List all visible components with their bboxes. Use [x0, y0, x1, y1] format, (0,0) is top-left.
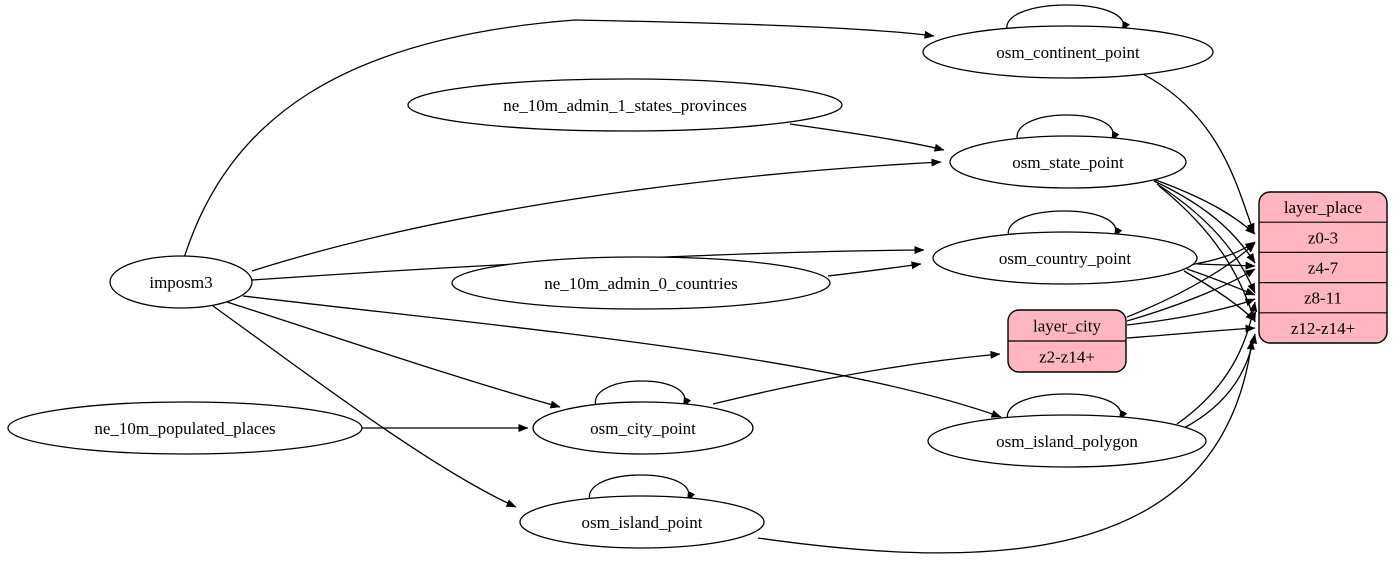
self-loop-osm_island_point [588, 474, 696, 504]
self-loop-osm_continent_point [1006, 4, 1130, 34]
osm_island_polygon-label: osm_island_polygon [996, 432, 1138, 451]
ne_10m_admin_1_states_provinces-shape [407, 78, 843, 132]
node-osm_city_point: osm_city_point [532, 401, 754, 455]
edge-osm_island_polygon-to-layer_place-z8-11 [1176, 301, 1258, 425]
layer_city-row-layer_city: layer_city [1033, 317, 1101, 336]
node-layer_city: layer_city z2-z14+ [1007, 309, 1127, 373]
node-imposm3: imposm3 [109, 255, 253, 309]
node-osm_island_point: osm_island_point [519, 495, 765, 549]
edge-imposm3-to-osm_island_point [212, 305, 517, 508]
self-loop-osm_state_point [1016, 114, 1120, 144]
node-osm_continent_point: osm_continent_point [922, 25, 1214, 79]
layer_place-row-z4-7: z4-7 [1308, 259, 1339, 278]
ne_10m_admin_1_states_provinces-label: ne_10m_admin_1_states_provinces [503, 96, 747, 115]
edge-imposm3-to-osm_continent_point [183, 19, 935, 259]
layer_place-row-z0-3: z0-3 [1308, 228, 1338, 247]
node-osm_island_polygon: osm_island_polygon [927, 414, 1207, 468]
osm_island_point-shape [519, 495, 765, 549]
osm_state_point-label: osm_state_point [1012, 153, 1124, 172]
edge-osm_city_point-to-layer_city-z2-z14+ [712, 350, 1001, 405]
osm_continent_point-label: osm_continent_point [996, 43, 1140, 62]
edge-layer_city-to-layer_place-z8-11 [1126, 298, 1256, 326]
edge-imposm3-to-osm_island_polygon [242, 295, 1002, 418]
edge-osm_state_point-to-layer_place-z8-11 [1156, 183, 1256, 294]
ne_10m_admin_0_countries-shape [451, 256, 831, 310]
layer_city-row-z2-z14+: z2-z14+ [1039, 348, 1095, 367]
edge-osm_state_point-to-layer_place-z4-7 [1153, 180, 1256, 264]
self-loop-osm_city_point [594, 380, 692, 410]
layer_place-row-layer_place: layer_place [1284, 198, 1362, 217]
node-ne_10m_populated_places: ne_10m_populated_places [7, 401, 363, 455]
node-osm_country_point: osm_country_point [932, 231, 1198, 285]
edge-layer_city-to-layer_place-z12-z14+ [1126, 324, 1256, 339]
osm_country_point-label: osm_country_point [999, 249, 1131, 268]
ne_10m_admin_0_countries-label: ne_10m_admin_0_countries [544, 274, 738, 293]
osm_city_point-label: osm_city_point [590, 419, 696, 438]
layer_place-row-z8-11: z8-11 [1304, 289, 1342, 308]
osm_island_polygon-shape [927, 414, 1207, 468]
ne_10m_populated_places-label: ne_10m_populated_places [94, 419, 275, 438]
layer_place-row-z12-z14+: z12-z14+ [1291, 319, 1355, 338]
edge-imposm3-to-osm_city_point [226, 301, 561, 409]
osm_city_point-shape [532, 401, 754, 455]
osm_country_point-shape [932, 231, 1198, 285]
node-layer_place: layer_place z0-3 z4-7 z8-11 z12-z14+ [1258, 191, 1388, 344]
edge-layer_city-to-layer_place-z0-3 [1126, 242, 1256, 318]
ne_10m_populated_places-shape [7, 401, 363, 455]
self-loop-osm_country_point [1007, 210, 1123, 240]
imposm3-shape [109, 255, 253, 309]
node-osm_state_point: osm_state_point [949, 135, 1187, 189]
osm_state_point-shape [949, 135, 1187, 189]
imposm3-label: imposm3 [149, 273, 212, 292]
self-loop-osm_island_polygon [1006, 393, 1128, 423]
edge-osm_island_point-to-layer_place-z12-z14+ [757, 339, 1255, 554]
node-ne_10m_admin_0_countries: ne_10m_admin_0_countries [451, 256, 831, 310]
osm_continent_point-shape [922, 25, 1214, 79]
edge-imposm3-to-osm_state_point [251, 158, 942, 272]
layer_place-shape [1258, 191, 1388, 344]
node-ne_10m_admin_1_states_provinces: ne_10m_admin_1_states_provinces [407, 78, 843, 132]
osm_island_point-label: osm_island_point [582, 513, 703, 532]
edge-ne_10m_admin_1_states_provinces-to-osm_state_point [789, 123, 945, 152]
edge-osm_country_point-to-layer_place-z12-z14+ [1183, 270, 1256, 322]
edge-ne_10m_admin_0_countries-to-osm_country_point [827, 261, 922, 277]
edge-osm_country_point-to-layer_place-z4-7 [1196, 261, 1256, 270]
edge-layer_city-to-layer_place-z4-7 [1126, 268, 1256, 322]
edge-osm_continent_point-to-layer_place-z0-3 [1140, 72, 1255, 234]
edge-osm_state_point-to-layer_place-z0-3 [1149, 177, 1256, 235]
